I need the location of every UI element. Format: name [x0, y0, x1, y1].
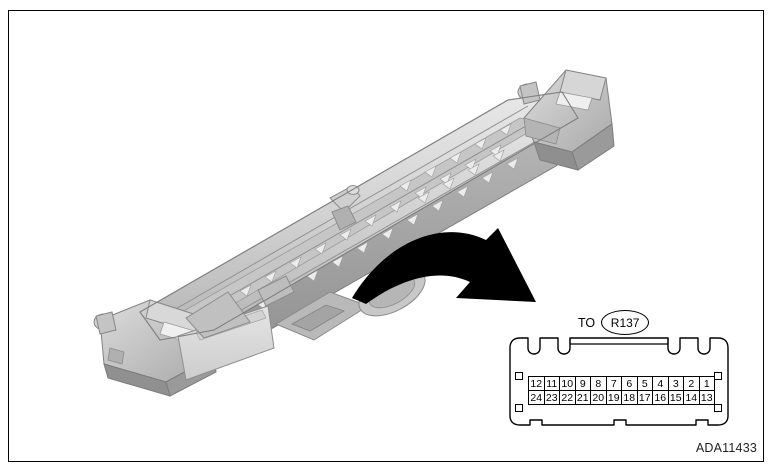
pin-cell: 12	[529, 377, 545, 391]
pin-cell: 5	[637, 377, 653, 391]
pin-cell: 3	[668, 377, 684, 391]
pin-cell: 14	[684, 391, 700, 405]
rail-outline-accent	[139, 91, 579, 341]
corner-marker-top-left	[515, 372, 523, 380]
rail-ribs	[214, 123, 519, 324]
pin-cell: 19	[606, 391, 622, 405]
pin-cell: 18	[622, 391, 638, 405]
pin-cell: 16	[653, 391, 669, 405]
pin-cell: 10	[560, 377, 576, 391]
reference-code: R137	[610, 315, 640, 330]
corner-marker-bottom-right	[714, 404, 722, 412]
pin-cell: 11	[544, 377, 560, 391]
pin-cell: 24	[529, 391, 545, 405]
figure-id: ADA11433	[695, 441, 757, 455]
pin-cell: 4	[653, 377, 669, 391]
callout-arrow	[352, 228, 536, 304]
pin-cell: 1	[699, 377, 715, 391]
rail-body	[93, 69, 615, 397]
to-text: TO	[578, 315, 596, 330]
pin-cell: 20	[591, 391, 607, 405]
pin-cell: 21	[575, 391, 591, 405]
pin-cell: 23	[544, 391, 560, 405]
figure-border	[8, 10, 764, 462]
pin-cell: 7	[606, 377, 622, 391]
pin-cell: 17	[637, 391, 653, 405]
corner-marker-top-right	[714, 372, 722, 380]
pin-cell: 8	[591, 377, 607, 391]
pin-cell: 2	[684, 377, 700, 391]
centre-stub	[329, 185, 361, 231]
pin-cell: 13	[699, 391, 715, 405]
connector-reference-label: TO R137	[578, 310, 650, 335]
rail-mid-boss-slot	[291, 304, 345, 332]
reference-ellipse: R137	[601, 310, 650, 335]
pin-cell: 22	[560, 391, 576, 405]
pin-cell: 9	[575, 377, 591, 391]
corner-marker-bottom-left	[515, 404, 523, 412]
pin-cell: 15	[668, 391, 684, 405]
pin-cell: 6	[622, 377, 638, 391]
end-cap-lower-left	[93, 291, 275, 397]
